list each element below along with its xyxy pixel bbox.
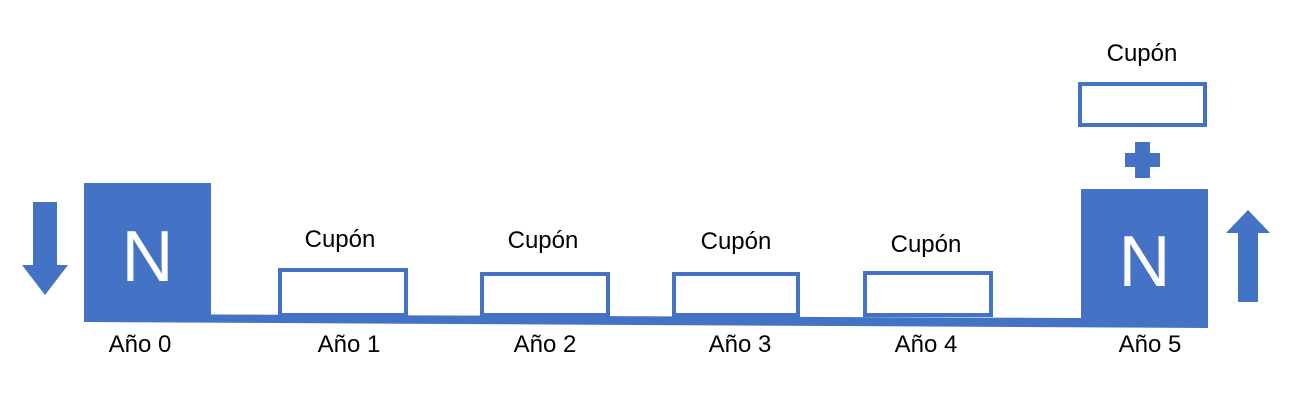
coupon-label-year-1: Cupón <box>304 226 376 253</box>
year-label-1: Año 1 <box>317 331 381 358</box>
coupon-box-year-1 <box>278 268 408 317</box>
year-label-5: Año 5 <box>1118 331 1182 358</box>
coupon-box-year-3 <box>672 272 800 317</box>
coupon-box-year-2 <box>480 272 610 317</box>
nominal-box-year-5: N <box>1081 189 1208 323</box>
coupon-label-year-5: Cupón <box>1106 40 1178 67</box>
year-label-0: Año 0 <box>108 331 172 358</box>
nominal-label-end: N <box>1118 222 1171 302</box>
coupon-box-year-5 <box>1078 82 1207 127</box>
nominal-label-start: N <box>121 216 174 297</box>
plus-icon <box>1125 142 1160 178</box>
timeline-bar <box>84 314 1208 328</box>
year-label-2: Año 2 <box>513 331 577 358</box>
nominal-box-year-0: N <box>84 183 211 318</box>
up-arrow-icon <box>1226 210 1270 302</box>
down-arrow-icon <box>22 202 68 295</box>
coupon-label-year-4: Cupón <box>890 231 962 258</box>
coupon-box-year-4 <box>863 271 993 317</box>
year-label-3: Año 3 <box>708 331 772 358</box>
coupon-label-year-2: Cupón <box>507 227 579 254</box>
year-label-4: Año 4 <box>894 331 958 358</box>
coupon-label-year-3: Cupón <box>700 228 772 255</box>
